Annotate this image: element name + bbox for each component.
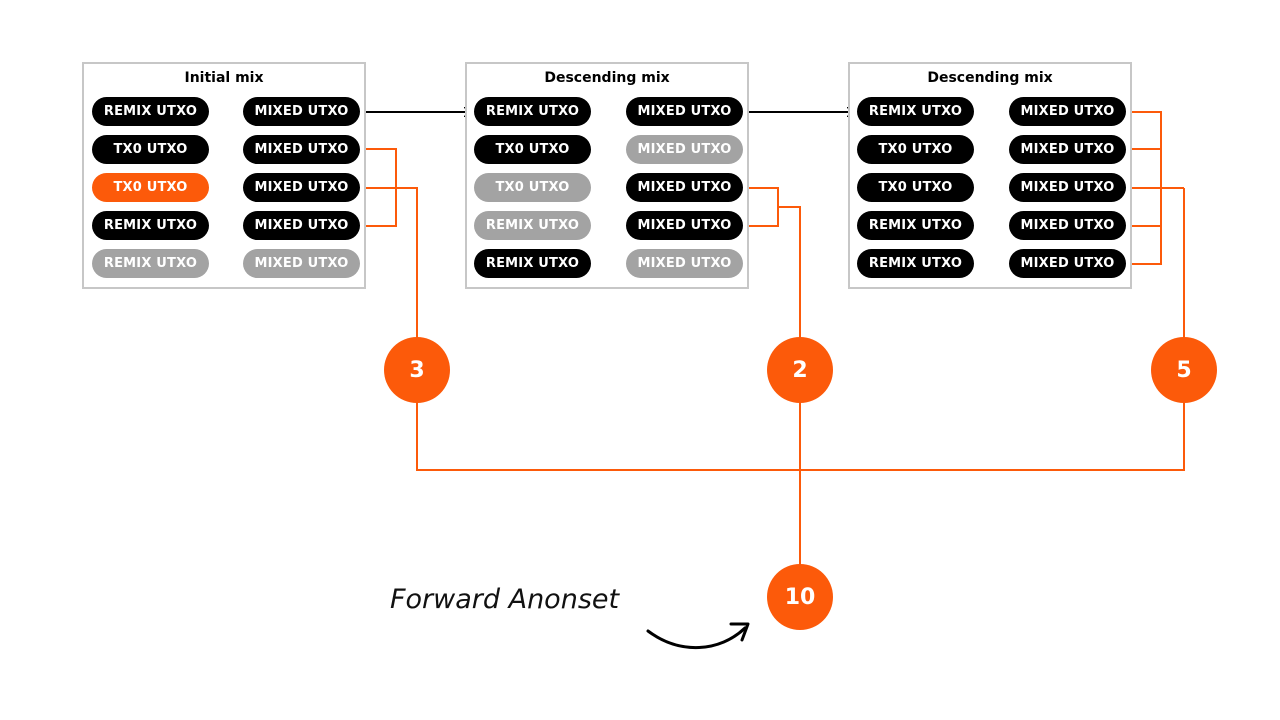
utxo-pill: REMIX UTXO [474,211,591,240]
utxo-pill: TX0 UTXO [92,135,209,164]
count-circle-total: 10 [767,564,833,630]
utxo-pill: TX0 UTXO [92,173,209,202]
utxo-pill: MIXED UTXO [626,173,743,202]
utxo-pill: REMIX UTXO [92,249,209,278]
forward-anonset-label: Forward Anonset [390,584,620,615]
utxo-pill: REMIX UTXO [474,249,591,278]
link-mix2-to-count [778,206,801,340]
utxo-pill: TX0 UTXO [857,135,974,164]
utxo-pill: MIXED UTXO [243,135,360,164]
utxo-pill: MIXED UTXO [243,97,360,126]
utxo-pill: MIXED UTXO [626,249,743,278]
utxo-pill: TX0 UTXO [474,135,591,164]
utxo-pill: REMIX UTXO [857,249,974,278]
utxo-pill: MIXED UTXO [1009,173,1126,202]
utxo-pill: TX0 UTXO [857,173,974,202]
utxo-pill: REMIX UTXO [92,211,209,240]
box-title: Descending mix [927,70,1053,86]
utxo-pill: MIXED UTXO [626,135,743,164]
utxo-pill: MIXED UTXO [1009,249,1126,278]
utxo-pill: REMIX UTXO [474,97,591,126]
utxo-pill: MIXED UTXO [626,211,743,240]
utxo-pill: MIXED UTXO [1009,97,1126,126]
curved-arrow [646,626,747,650]
utxo-pill: MIXED UTXO [1009,135,1126,164]
count-circle-second: 2 [767,337,833,403]
link-mix1-to-count [396,187,418,340]
box-title: Descending mix [544,70,670,86]
utxo-pill: MIXED UTXO [243,249,360,278]
utxo-pill: TX0 UTXO [474,173,591,202]
utxo-pill: MIXED UTXO [243,211,360,240]
utxo-pill: REMIX UTXO [857,211,974,240]
utxo-pill: MIXED UTXO [626,97,743,126]
utxo-pill: MIXED UTXO [1009,211,1126,240]
utxo-pill: REMIX UTXO [92,97,209,126]
count-circle-first: 3 [384,337,450,403]
utxo-pill: REMIX UTXO [857,97,974,126]
count-circle-third: 5 [1151,337,1217,403]
box-title: Initial mix [184,70,264,86]
utxo-pill: MIXED UTXO [243,173,360,202]
